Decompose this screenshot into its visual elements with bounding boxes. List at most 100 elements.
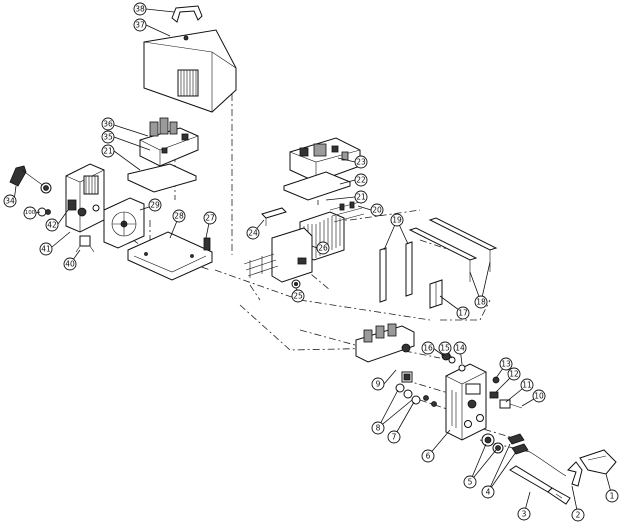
callout-11: 11 — [520, 378, 534, 392]
callout-19: 19 — [390, 213, 404, 227]
callout-balloon — [371, 377, 385, 391]
callout-number: 11 — [522, 381, 532, 390]
callout-number: 20 — [372, 206, 382, 215]
callout-12: 12 — [507, 367, 521, 381]
callout-number: 36 — [103, 120, 113, 129]
callout-balloon — [45, 218, 59, 232]
output-terminal-block — [355, 323, 415, 363]
callout-29: 29 — [148, 198, 162, 212]
callout-number: 22 — [356, 176, 366, 185]
callout-number: 13 — [501, 360, 511, 369]
callout-number: 3 — [522, 510, 527, 519]
callout-number: 34 — [5, 197, 15, 206]
callout-18: 18 — [474, 295, 488, 309]
mosfet-strip — [329, 201, 365, 223]
callout-number: 24 — [248, 229, 258, 238]
callout-number: 6 — [426, 452, 431, 461]
callout-balloon — [354, 173, 368, 187]
callout-balloon — [532, 389, 546, 403]
callout-28: 28 — [172, 209, 186, 223]
callout-36: 36 — [101, 117, 115, 131]
callout-balloon — [387, 430, 401, 444]
callout-balloon — [101, 144, 115, 158]
callout-number: 14 — [455, 344, 465, 353]
power-switch — [75, 235, 95, 253]
callout-37: 37 — [133, 18, 147, 32]
callout-number: 100 — [25, 210, 36, 216]
callout-number: 28 — [174, 212, 184, 221]
callout-balloon — [371, 421, 385, 435]
callout-42: 42 — [45, 218, 59, 232]
callout-number: 12 — [509, 370, 519, 379]
callout-5: 5 — [463, 475, 477, 489]
callout-balloon — [203, 211, 217, 225]
mounting-bracket — [429, 279, 443, 309]
dinse-connectors — [481, 433, 529, 455]
callout-balloon — [453, 341, 467, 355]
output-inductor — [271, 227, 313, 283]
callout-number: 38 — [135, 5, 145, 14]
callout-balloon — [133, 18, 147, 32]
power-cable — [9, 165, 52, 194]
callout-number: 8 — [376, 424, 381, 433]
callout-2: 2 — [571, 508, 585, 522]
callout-number: 40 — [65, 260, 75, 269]
callout-number: 9 — [376, 380, 381, 389]
callout-balloon — [148, 198, 162, 212]
callout-number: 17 — [458, 309, 468, 318]
callout-21-left: 21 — [101, 144, 115, 158]
callout-number: 29 — [150, 201, 160, 210]
callout-balloon — [291, 289, 305, 303]
callout-balloon — [3, 194, 17, 208]
callout-number: 10 — [534, 392, 544, 401]
callout-number: 5 — [468, 478, 473, 487]
callout-15: 15 — [438, 341, 452, 355]
callout-3: 3 — [517, 507, 531, 521]
callout-7: 7 — [387, 430, 401, 444]
knob-and-parts — [441, 351, 523, 409]
callout-number: 2 — [576, 511, 581, 520]
callout-balloon — [605, 489, 619, 503]
callout-number: 15 — [440, 344, 450, 353]
callout-20: 20 — [370, 203, 384, 217]
earth-clamp — [529, 449, 617, 487]
callout-balloon — [507, 367, 521, 381]
callout-38: 38 — [133, 2, 147, 16]
callout-balloon — [390, 213, 404, 227]
heat-sink-bracket — [261, 207, 287, 226]
callout-balloon — [517, 507, 531, 521]
callout-13: 13 — [499, 357, 513, 371]
callout-balloon — [133, 2, 147, 16]
main-pcb — [289, 137, 361, 183]
callout-number: 37 — [135, 21, 145, 30]
top-cover — [143, 29, 237, 113]
callout-6: 6 — [421, 449, 435, 463]
callout-balloon — [438, 341, 452, 355]
callout-22: 22 — [354, 173, 368, 187]
callout-number: 18 — [476, 298, 486, 307]
front-panel — [445, 363, 487, 441]
callout-35: 35 — [101, 130, 115, 144]
callout-40: 40 — [63, 257, 77, 271]
callout-balloon — [456, 306, 470, 320]
cover-vent-grille — [177, 69, 199, 97]
control-pcb — [139, 117, 199, 167]
top-frame-rail — [408, 217, 498, 282]
callout-26: 26 — [316, 241, 330, 255]
callout-balloon — [63, 257, 77, 271]
callout-number: 35 — [103, 133, 113, 142]
callout-balloon — [474, 295, 488, 309]
insulation-sheet — [127, 163, 197, 193]
callout-balloon — [421, 341, 435, 355]
callout-9: 9 — [371, 377, 385, 391]
callout-41: 41 — [39, 242, 53, 256]
callout-8: 8 — [371, 421, 385, 435]
capacitor — [291, 279, 301, 289]
callout-34: 34 — [3, 194, 17, 208]
callout-balloon — [499, 357, 513, 371]
callout-balloon — [172, 209, 186, 223]
callout-1: 1 — [605, 489, 619, 503]
rectifier-bridge — [203, 237, 211, 251]
pcb-insulator — [283, 171, 351, 201]
